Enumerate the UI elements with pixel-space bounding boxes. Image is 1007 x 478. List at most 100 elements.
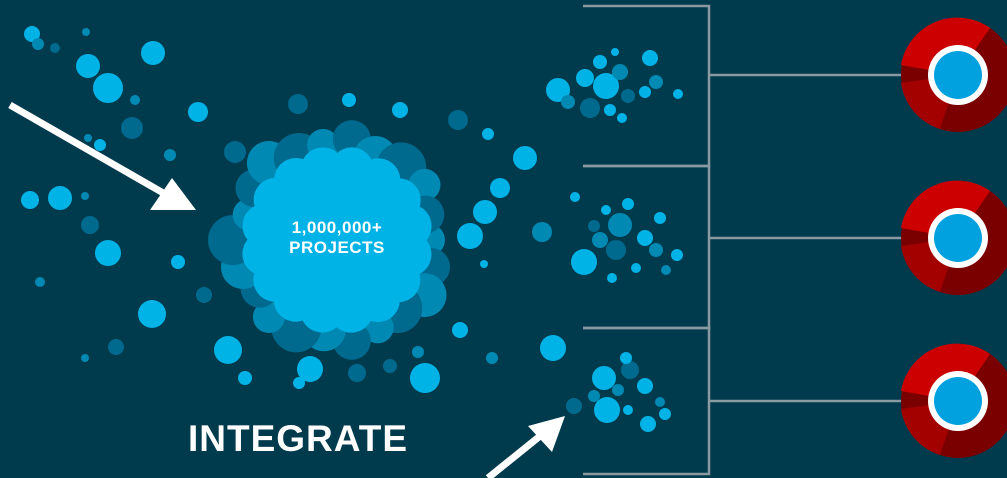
scatter-dot	[412, 346, 424, 358]
scatter-dot	[196, 287, 212, 303]
cluster-dot-3	[640, 416, 656, 432]
scatter-dot	[50, 43, 60, 53]
cluster-dot-1	[576, 69, 594, 87]
product-icon-center	[934, 377, 982, 425]
scatter-dot	[81, 216, 99, 234]
cluster-dot-2	[571, 249, 597, 275]
scatter-dot	[48, 186, 72, 210]
dot-clusters	[546, 48, 683, 432]
product-icon-center	[934, 214, 982, 262]
scatter-dot	[214, 336, 242, 364]
scatter-dot	[297, 356, 323, 382]
scatter-dot	[21, 191, 39, 209]
cluster-dot-3	[655, 397, 665, 407]
cluster-dot-2	[622, 198, 634, 210]
scatter-dot	[448, 110, 468, 130]
cluster-dot-2	[606, 240, 626, 260]
cluster-dot-2	[592, 232, 608, 248]
cluster-dot-3	[592, 366, 616, 390]
cluster-dot-2	[654, 212, 666, 224]
cluster-dot-1	[546, 78, 570, 102]
cluster-dot-2	[661, 265, 671, 275]
scatter-dot	[121, 117, 143, 139]
scatter-dot	[141, 41, 165, 65]
arrow-icon	[485, 429, 548, 478]
cluster-dot-3	[588, 390, 600, 402]
scatter-dot	[513, 146, 537, 170]
product-icons	[901, 17, 1007, 458]
scatter-dot	[138, 300, 166, 328]
projects-cloud	[208, 120, 451, 360]
scatter-dot	[164, 149, 176, 161]
scatter-dot	[482, 128, 494, 140]
cluster-dot-1	[580, 98, 600, 118]
scatter-dot	[457, 223, 483, 249]
cluster-dot-3	[612, 384, 624, 396]
scatter-dot	[452, 322, 468, 338]
cluster-dot-3	[566, 398, 582, 414]
scatter-dot	[81, 192, 89, 200]
cluster-dot-2	[649, 243, 663, 257]
scatter-dot	[410, 363, 440, 393]
scatter-dot	[238, 371, 252, 385]
cluster-dot-2	[588, 220, 600, 232]
scatter-dot	[35, 277, 45, 287]
scatter-dot	[480, 260, 488, 268]
cluster-dot-1	[642, 50, 658, 66]
scatter-dot	[82, 28, 90, 36]
cluster-dot-1	[593, 73, 619, 99]
scatter-dot	[473, 200, 497, 224]
cluster-dot-2	[608, 213, 632, 237]
scatter-dot	[171, 255, 185, 269]
scatter-dot	[392, 102, 408, 118]
cluster-dot-1	[561, 95, 575, 109]
scatter-dot	[32, 38, 44, 50]
cluster-dot-1	[621, 89, 635, 103]
cluster-dot-1	[649, 75, 663, 89]
arrows	[8, 101, 565, 478]
scatter-dot	[383, 359, 397, 373]
product-icon	[901, 180, 1007, 295]
scatter-dot	[130, 95, 140, 105]
scatter-dot	[224, 141, 246, 163]
cluster-dot-1	[593, 55, 607, 69]
scatter-dot	[342, 93, 356, 107]
cluster-dot-2	[637, 230, 653, 246]
cluster-dot-2	[601, 205, 611, 215]
cluster-dot-2	[671, 249, 683, 261]
cloud-core	[253, 156, 421, 324]
cloud-subtitle: PROJECTS	[289, 238, 385, 257]
arrow-head-icon	[528, 416, 565, 452]
scatter-dot	[76, 54, 100, 78]
product-icon	[901, 343, 1007, 458]
scatter-dot	[93, 73, 123, 103]
cluster-dot-2	[631, 263, 641, 273]
cluster-dot-1	[617, 113, 627, 123]
scatter-dot	[81, 354, 89, 362]
scatter-dot	[288, 94, 308, 114]
cluster-dot-2	[607, 273, 617, 283]
cluster-dot-3	[594, 397, 620, 423]
scatter-dot	[188, 102, 208, 122]
integrate-caption: INTEGRATE	[187, 418, 409, 459]
scatter-dot	[490, 178, 510, 198]
scatter-dot	[348, 364, 366, 382]
scatter-dot	[293, 377, 305, 389]
scatter-dot	[84, 134, 92, 142]
scatter-dot	[108, 339, 124, 355]
cluster-dot-1	[611, 48, 619, 56]
cluster-dot-3	[623, 405, 633, 415]
arrow-icon	[8, 101, 174, 202]
scatter-dot	[486, 352, 498, 364]
cluster-dot-1	[673, 89, 683, 99]
bracket-lines	[583, 4, 912, 476]
cluster-dot-3	[620, 352, 632, 364]
cluster-dot-1	[612, 64, 628, 80]
cluster-dot-1	[639, 86, 651, 98]
cluster-dot-3	[637, 378, 653, 394]
cluster-dot-3	[621, 361, 639, 379]
scatter-dot	[532, 222, 552, 242]
cluster-dot-1	[604, 104, 616, 116]
product-icon	[901, 17, 1007, 132]
